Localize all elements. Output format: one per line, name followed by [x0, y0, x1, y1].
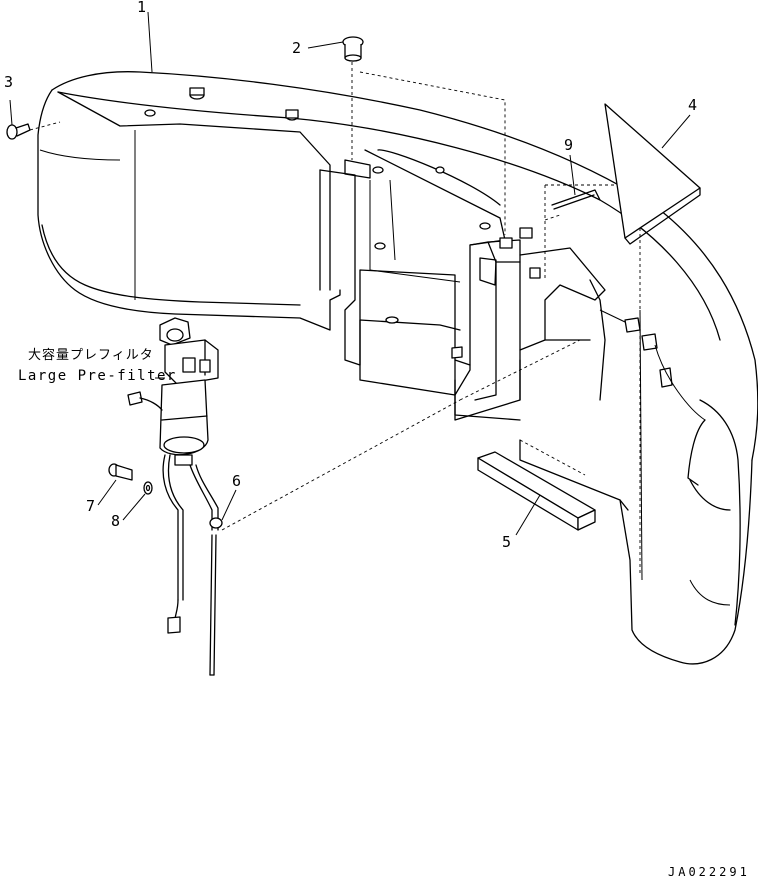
- callout-4: 4: [688, 96, 698, 114]
- part-2-plug: [342, 36, 364, 62]
- prefilter-label-en: Large Pre-filter: [18, 368, 177, 384]
- part-4-block: [604, 103, 701, 245]
- callout-5: 5: [502, 533, 512, 551]
- part-9-pin: [551, 189, 601, 210]
- callout-9: 9: [564, 136, 574, 154]
- callout-2: 2: [292, 39, 302, 57]
- leader-lines: [9, 11, 691, 536]
- callout-6: 6: [232, 472, 242, 490]
- center-mounting-area: [319, 149, 706, 421]
- prefilter-label-jp: 大容量プレフィルタ: [28, 348, 154, 363]
- callout-8: 8: [111, 512, 121, 530]
- drawing-code: JA022291: [668, 865, 750, 879]
- part-3-screw: [6, 123, 31, 140]
- callout-1: 1: [137, 0, 147, 16]
- prefilter-assembly: [127, 317, 223, 676]
- alignment-lines: [29, 62, 641, 575]
- callout-3: 3: [4, 73, 14, 91]
- part-7-bolt: [108, 463, 133, 481]
- part-8-washer: [143, 481, 153, 495]
- part-5-bar: [477, 451, 596, 531]
- cover-panel: [37, 71, 758, 665]
- callout-7: 7: [86, 497, 96, 515]
